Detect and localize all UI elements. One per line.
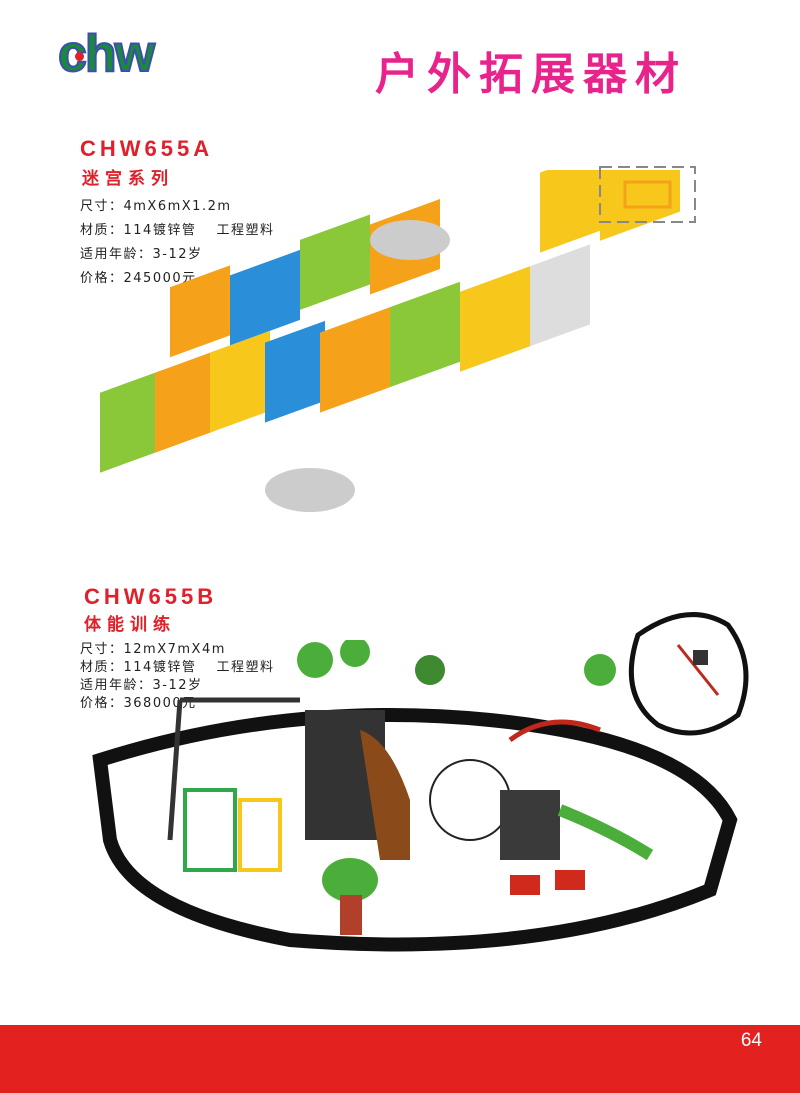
product-model: CHW655A	[80, 136, 214, 161]
product-series: 体能训练	[84, 615, 176, 635]
product-series: 迷宫系列	[82, 169, 174, 189]
maze-layout-diagram	[599, 166, 696, 223]
fitness-playset-image	[92, 640, 738, 952]
product-size: 尺寸：4mX6mX1.2m	[80, 199, 232, 214]
page-number: 64	[740, 1030, 762, 1051]
page-title: 户外拓展器材	[375, 49, 687, 100]
brand-logo: chw	[57, 25, 156, 83]
product-price: 价格：245000元	[80, 271, 197, 286]
product-size: 尺寸：12mX7mX4m	[80, 642, 226, 657]
product-price: 价格：368000元	[80, 696, 197, 711]
playset-layout-diagram	[628, 612, 749, 736]
product-material: 材质：114镀锌管 工程塑料	[80, 660, 275, 675]
maze-playset-image	[100, 170, 680, 512]
product-model: CHW655B	[84, 584, 218, 609]
product-material: 材质：114镀锌管 工程塑料	[80, 223, 275, 238]
product-age: 适用年龄：3-12岁	[80, 678, 203, 693]
footer-bar	[0, 1025, 800, 1093]
product-age: 适用年龄：3-12岁	[80, 247, 203, 262]
